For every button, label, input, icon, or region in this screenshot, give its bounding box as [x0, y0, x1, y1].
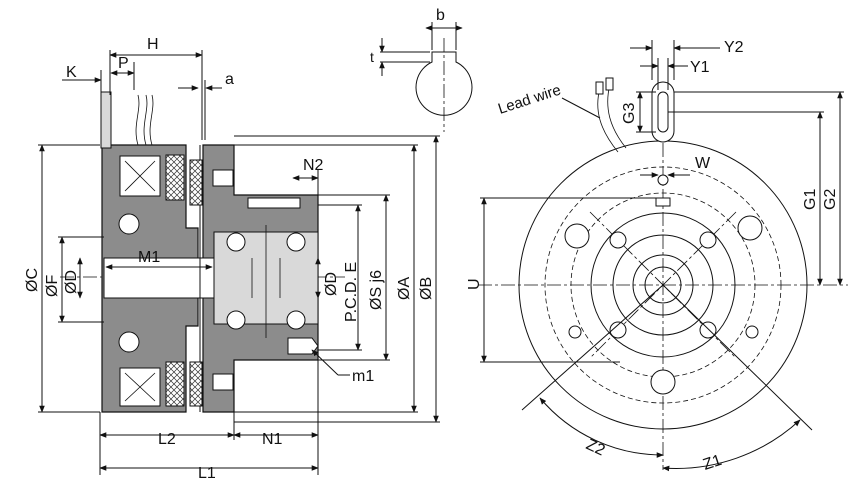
label-P: P — [118, 55, 129, 72]
label-Z1: Z1 — [701, 452, 724, 474]
bolt-hole-2 — [699, 231, 717, 249]
label-G2: G2 — [822, 189, 839, 210]
tap-hole-1 — [568, 325, 582, 339]
label-OC: ØC — [24, 268, 41, 292]
label-Z2: Z2 — [583, 436, 607, 459]
label-L2: L2 — [158, 431, 176, 448]
label-b: b — [436, 7, 445, 24]
bolt-hole-4 — [699, 321, 717, 339]
tap-hole-2 — [745, 325, 759, 339]
label-K: K — [66, 64, 77, 81]
label-N1: N1 — [262, 431, 283, 448]
bolt-hole-3 — [609, 321, 627, 339]
label-OF: ØF — [44, 275, 61, 297]
bearing-ball-4 — [286, 310, 306, 330]
label-M1: M1 — [138, 249, 160, 266]
label-m1: m1 — [352, 368, 374, 385]
label-U: U — [466, 278, 483, 290]
screw-top — [212, 169, 234, 187]
mount-hole-1 — [564, 223, 590, 249]
pin-hole — [657, 174, 669, 186]
bearing-ball-1 — [226, 232, 246, 252]
keyway-plate — [247, 197, 301, 209]
label-H: H — [147, 36, 159, 53]
label-L1: L1 — [198, 465, 216, 482]
label-G3: G3 — [621, 103, 638, 124]
friction-lining-bottom — [165, 361, 185, 407]
lead-wires — [135, 94, 154, 146]
mount-hole-2 — [737, 215, 763, 241]
label-N2: N2 — [303, 157, 324, 174]
label-a: a — [225, 71, 234, 88]
label-PCD: P.C.D. E — [343, 262, 360, 322]
bearing-ball-3 — [226, 310, 246, 330]
left-dimensions: H K P a ØC ØF ØD M1 N2 ØD — [24, 36, 440, 482]
bearing-ball-2 — [286, 232, 306, 252]
screw-bottom — [212, 373, 234, 391]
label-OD-right: ØD — [323, 272, 340, 296]
bearing-ball-bottom-left — [118, 331, 140, 353]
keyway-detail: b t — [370, 7, 473, 132]
armature-lining-bottom — [189, 361, 203, 407]
bolt-hole-1 — [609, 231, 627, 249]
friction-lining-top — [165, 154, 185, 201]
label-OB: ØB — [418, 277, 435, 300]
label-OS: ØS j6 — [368, 270, 385, 310]
armature-lining-top — [189, 159, 203, 206]
label-t: t — [370, 49, 374, 65]
label-OD-left: ØD — [63, 270, 80, 294]
label-W: W — [695, 155, 711, 172]
mount-hole-3 — [650, 369, 676, 395]
label-lead-wire: Lead wire — [496, 82, 563, 118]
label-Y2: Y2 — [724, 39, 744, 56]
bearing-ball-top-left — [118, 213, 140, 235]
wire-bracket — [100, 91, 112, 149]
label-G1: G1 — [802, 189, 819, 210]
label-Y1: Y1 — [690, 59, 710, 76]
section-view — [60, 91, 345, 413]
front-view — [478, 77, 848, 470]
label-OA: ØA — [396, 277, 413, 300]
